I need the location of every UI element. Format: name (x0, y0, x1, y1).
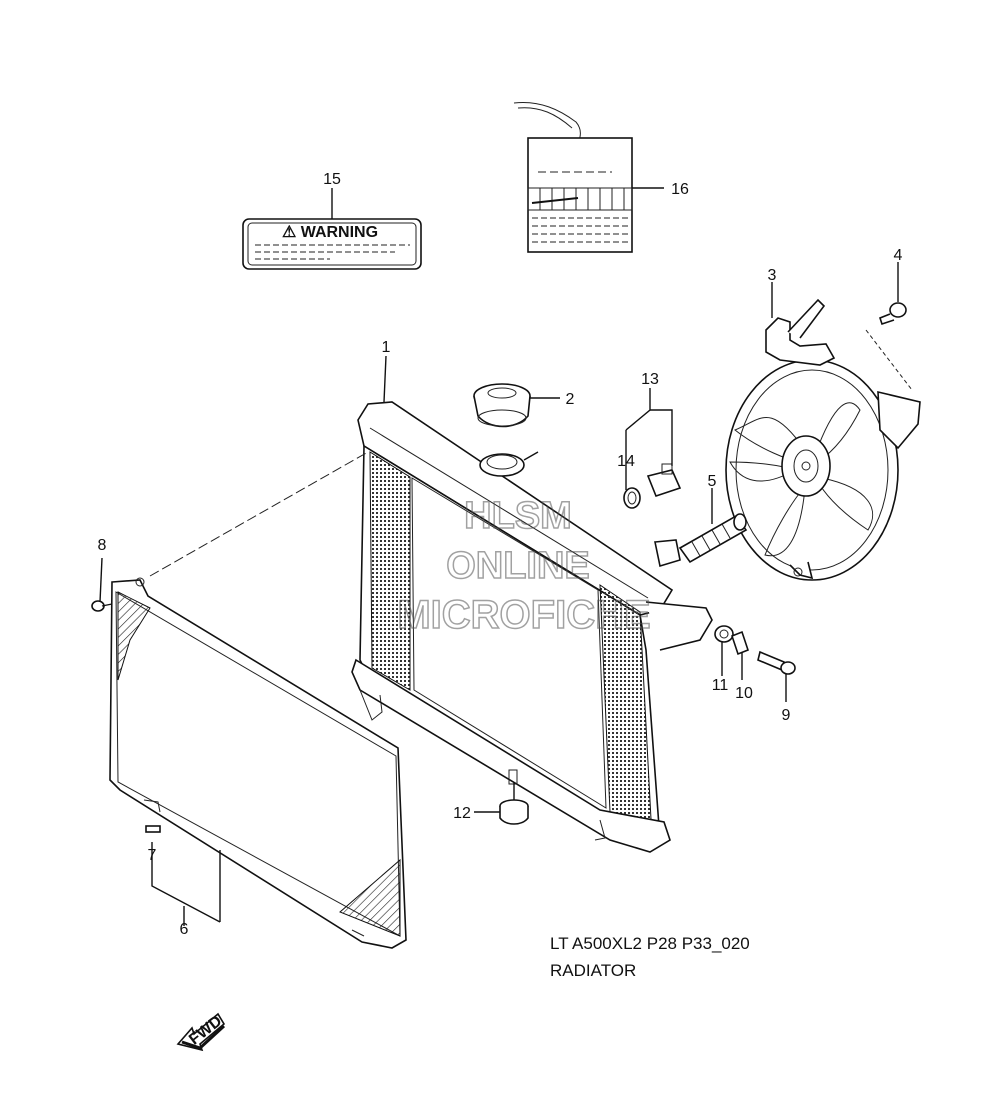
grommet-part-11 (714, 625, 734, 643)
fan-shroud-part-6 (109, 577, 407, 949)
radiator-part-1 (351, 401, 713, 853)
diagram-code: LT A500XL2 P28 P33_020 (550, 934, 750, 953)
label-part-11: 11 (712, 677, 729, 694)
cooling-fan-part-3 (725, 298, 921, 581)
label-part-2: 2 (566, 391, 575, 408)
part-labels: 1 2 3 4 5 6 7 8 9 10 11 12 13 14 15 16 (98, 171, 903, 938)
thermo-switch-part-13 (646, 463, 682, 497)
label-part-8: 8 (98, 537, 107, 554)
o-ring-part-14 (623, 487, 641, 509)
hose-fitting-part-5 (678, 513, 748, 564)
label-part-3: 3 (768, 267, 777, 284)
label-part-4: 4 (894, 247, 903, 264)
bolt-part-4 (865, 302, 913, 391)
label-part-12: 12 (453, 805, 471, 822)
screw-part-8 (91, 600, 113, 612)
watermark: HLSM ONLINE MICROFICHE (397, 494, 652, 638)
warning-label-part-15: ⚠ WARNING (242, 218, 422, 270)
watermark-line-1: HLSM (464, 495, 572, 537)
info-tag-part-16 (513, 101, 633, 253)
bolt-part-9 (757, 650, 796, 675)
watermark-line-2: ONLINE (446, 545, 590, 587)
label-part-13: 13 (641, 371, 659, 388)
forward-arrow-icon: FWD (176, 1013, 225, 1052)
radiator-cap-part-2 (473, 383, 531, 428)
bracket-part-7 (145, 825, 161, 833)
label-part-15: 15 (323, 171, 341, 188)
label-part-1: 1 (382, 339, 391, 356)
diagram-title: RADIATOR (550, 961, 636, 980)
collar-part-10 (731, 630, 749, 656)
label-part-9: 9 (782, 707, 791, 724)
label-part-6: 6 (180, 921, 189, 938)
watermark-line-3: MICROFICHE (397, 593, 650, 637)
label-part-10: 10 (735, 685, 753, 702)
label-part-14: 14 (617, 453, 635, 470)
label-part-5: 5 (708, 473, 717, 490)
label-part-7: 7 (148, 847, 157, 864)
warning-label-text: ⚠ WARNING (282, 224, 378, 241)
leader-lines (99, 187, 899, 926)
label-part-16: 16 (671, 181, 689, 198)
cushion-part-12 (499, 799, 529, 825)
